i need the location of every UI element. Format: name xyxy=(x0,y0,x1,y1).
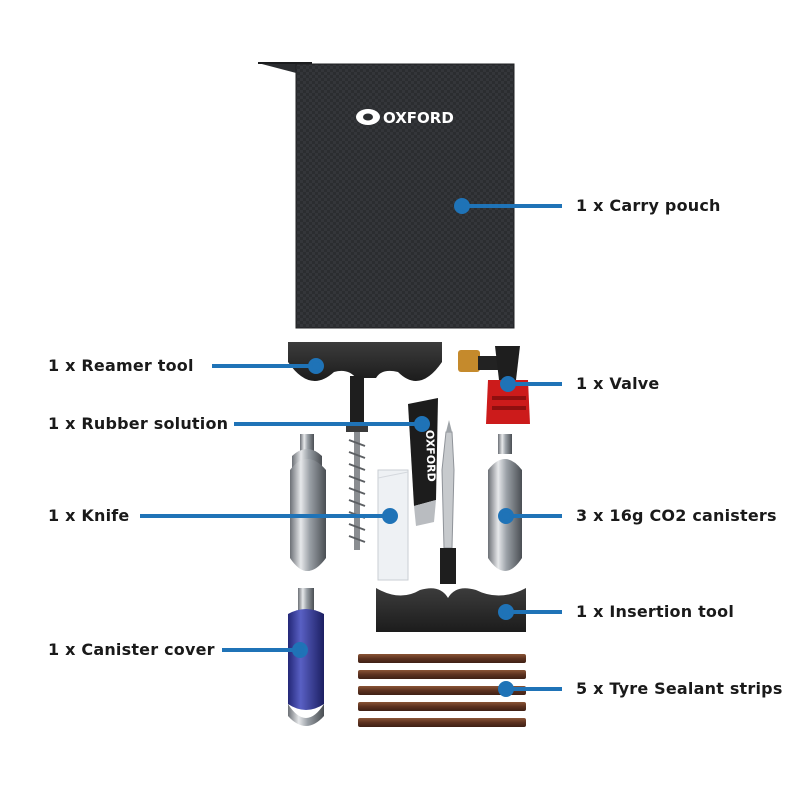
co2-valve xyxy=(458,346,530,424)
oxford-logo: OXFORD xyxy=(356,109,454,127)
carry-pouch: OXFORD xyxy=(258,62,515,329)
label-rubber-solution: 1 x Rubber solution xyxy=(48,414,229,433)
leader-sealant-strips xyxy=(498,681,562,697)
tyre-sealant-strips xyxy=(358,654,526,727)
leader-co2-canisters xyxy=(498,508,562,524)
label-carry-pouch: 1 x Carry pouch xyxy=(576,196,721,215)
label-valve: 1 x Valve xyxy=(576,374,660,393)
leader-carry-pouch xyxy=(454,198,562,214)
label-knife: 1 x Knife xyxy=(48,506,130,525)
leader-canister-cover xyxy=(222,642,308,658)
label-co2-canisters: 3 x 16g CO2 canisters xyxy=(576,506,777,525)
label-insertion-tool: 1 x Insertion tool xyxy=(576,602,735,621)
leader-insertion-tool xyxy=(498,604,562,620)
reamer-tool xyxy=(288,342,442,550)
knife xyxy=(377,469,409,581)
leader-lines xyxy=(140,198,562,697)
tube-brand-text: OXFORD xyxy=(423,430,438,482)
leader-reamer-tool xyxy=(212,358,324,374)
brand-text: OXFORD xyxy=(383,109,454,127)
label-reamer-tool: 1 x Reamer tool xyxy=(48,356,194,375)
insertion-tool xyxy=(376,420,526,632)
leader-valve xyxy=(500,376,562,392)
label-canister-cover: 1 x Canister cover xyxy=(48,640,215,659)
co2-canister-left xyxy=(290,434,326,571)
leader-knife xyxy=(140,508,398,524)
leader-rubber-solution xyxy=(234,416,430,432)
canister-cover xyxy=(288,588,324,726)
co2-canister-right xyxy=(488,434,522,571)
label-sealant-strips: 5 x Tyre Sealant strips xyxy=(576,679,783,698)
